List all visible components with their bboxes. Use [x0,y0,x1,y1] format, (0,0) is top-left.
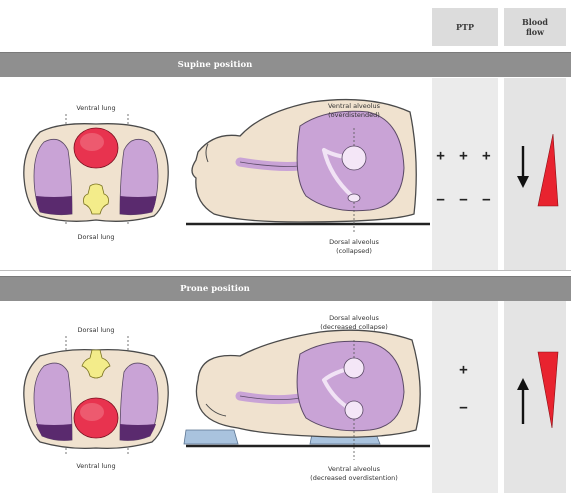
arrow-up-icon [517,378,529,424]
prone-blood-flow-wedge [538,352,558,428]
